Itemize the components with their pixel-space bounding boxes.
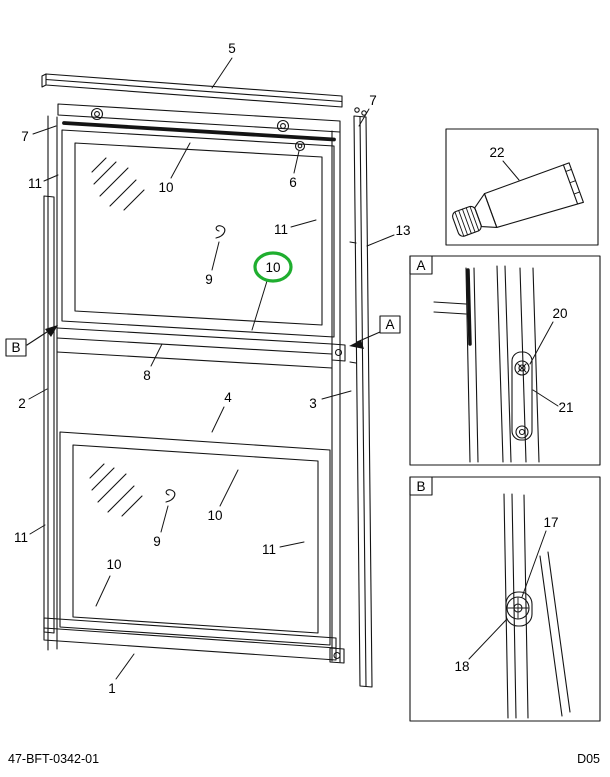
callout-10-top: 10 (158, 180, 173, 195)
callout-10-highlighted: 10 (265, 260, 280, 275)
footer-part-number: 47-BFT-0342-01 (8, 752, 99, 766)
sealant-tube-detail-box (445, 128, 599, 246)
callout-7-right: 7 (369, 93, 377, 108)
callout-11-lower-right: 11 (262, 542, 276, 557)
callout-7-left: 7 (21, 129, 29, 144)
callout-10-bottom: 10 (106, 557, 121, 572)
view-label-b: B (11, 340, 20, 355)
door-frame-part (43, 115, 341, 663)
view-label-a: A (385, 317, 394, 332)
highlight-circle (253, 251, 293, 283)
top-rail-part (41, 73, 343, 108)
detail-view-b-box (409, 476, 601, 722)
callout-22: 22 (489, 145, 504, 160)
callout-17: 17 (543, 515, 558, 530)
leader-lines (28, 57, 395, 680)
right-channel-part (349, 107, 373, 688)
callout-21: 21 (558, 400, 573, 415)
callout-20: 20 (552, 306, 567, 321)
callout-11-lower-left: 11 (14, 530, 28, 545)
callout-18: 18 (454, 659, 469, 674)
view-arrow-b (5, 325, 58, 357)
upper-window-sash-part (61, 129, 335, 338)
latch-bracket-part (329, 343, 346, 664)
detail-b-title: B (416, 479, 425, 494)
callout-11-upper-right: 11 (274, 222, 288, 237)
callout-11-upper-left: 11 (28, 176, 42, 191)
footer: 47-BFT-0342-01 D05 (8, 752, 600, 766)
callout-2: 2 (18, 396, 26, 411)
callout-4: 4 (224, 390, 232, 405)
callout-3: 3 (309, 396, 317, 411)
callout-1: 1 (108, 681, 116, 696)
footer-doc-code: D05 (577, 752, 600, 766)
lower-window-sash-part (59, 431, 331, 646)
detail-a-title: A (416, 258, 425, 273)
callout-9-upper: 9 (205, 272, 213, 287)
detail-view-a-box (409, 255, 601, 466)
callout-labels: 5 7 7 10 6 11 11 13 9 10 8 B A 2 3 4 10 … (11, 41, 573, 696)
callout-9-lower: 9 (153, 534, 161, 549)
callout-5: 5 (228, 41, 236, 56)
view-arrow-a (349, 315, 401, 349)
sealant-tube-icon (452, 162, 584, 237)
callout-10-mid: 10 (207, 508, 222, 523)
callout-8: 8 (143, 368, 151, 383)
diagram-linework (5, 57, 601, 722)
callout-6: 6 (289, 175, 297, 190)
callout-13: 13 (395, 223, 410, 238)
